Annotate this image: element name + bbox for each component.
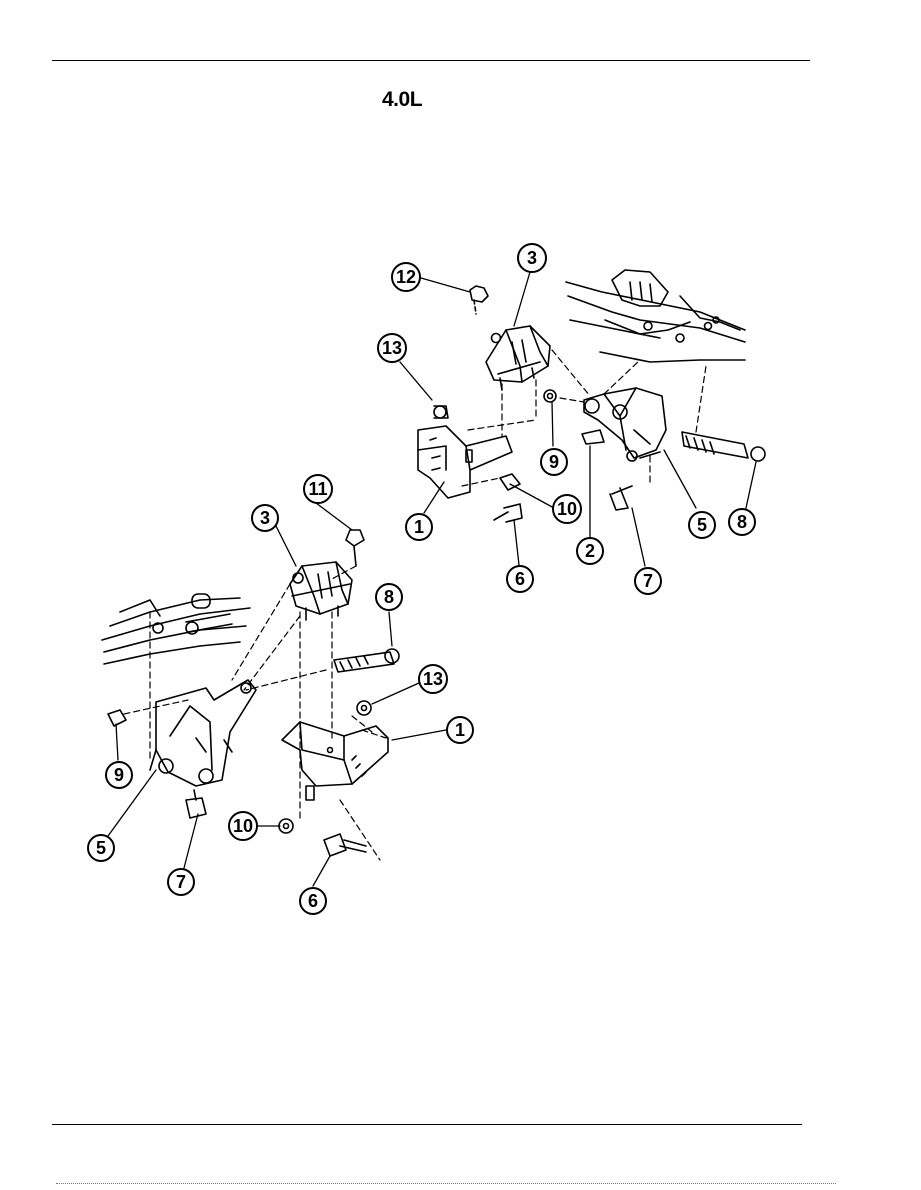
svg-text:1: 1 — [455, 720, 465, 740]
callout-l1: 1 — [446, 716, 474, 744]
svg-text:8: 8 — [737, 512, 747, 532]
svg-text:9: 9 — [114, 765, 124, 785]
callout-l3: 3 — [251, 504, 279, 532]
callout-u5: 5 — [688, 511, 716, 539]
upper-fasteners — [433, 285, 766, 523]
upper-insulator-3 — [485, 325, 551, 391]
svg-text:7: 7 — [176, 872, 186, 892]
callout-u6: 6 — [506, 565, 534, 593]
lower-insulator-3 — [289, 561, 353, 621]
callout-u7: 7 — [634, 567, 662, 595]
callout-u12: 12 — [391, 262, 421, 292]
svg-text:13: 13 — [423, 669, 443, 689]
scan-artifact-line — [56, 1183, 836, 1184]
svg-text:10: 10 — [233, 816, 253, 836]
svg-text:9: 9 — [549, 452, 559, 472]
callout-u9: 9 — [540, 448, 568, 476]
lower-engine-block — [101, 593, 251, 761]
lower-fasteners — [107, 529, 400, 857]
svg-text:12: 12 — [396, 267, 416, 287]
page-title: 4.0L — [382, 88, 423, 111]
upper-bracket-5 — [583, 387, 667, 462]
svg-text:5: 5 — [697, 515, 707, 535]
svg-text:7: 7 — [643, 571, 653, 591]
callout-l10: 10 — [228, 811, 258, 841]
callout-l5: 5 — [87, 834, 115, 862]
svg-text:1: 1 — [414, 517, 424, 537]
callout-l9: 9 — [105, 761, 133, 789]
callout-u1: 1 — [405, 513, 433, 541]
callout-u10: 10 — [552, 494, 582, 524]
svg-text:6: 6 — [308, 891, 318, 911]
svg-text:13: 13 — [382, 338, 402, 358]
upper-bracket-1 — [417, 425, 513, 499]
svg-text:11: 11 — [308, 479, 327, 499]
callout-l13: 13 — [418, 664, 448, 694]
upper-engine-block — [565, 269, 746, 363]
callout-l7: 7 — [167, 868, 195, 896]
callout-u3: 3 — [517, 243, 547, 273]
callout-u2: 2 — [576, 537, 604, 565]
callout-u13: 13 — [377, 333, 407, 363]
svg-text:8: 8 — [384, 587, 394, 607]
svg-text:6: 6 — [515, 569, 525, 589]
callout-u8: 8 — [728, 508, 756, 536]
top-rule — [52, 60, 810, 61]
lower-bracket-5 — [149, 679, 257, 787]
svg-text:2: 2 — [585, 541, 595, 561]
bottom-rule — [52, 1124, 802, 1125]
callout-l8: 8 — [375, 583, 403, 611]
svg-text:3: 3 — [260, 508, 270, 528]
lower-dashed-guides — [123, 565, 387, 861]
callout-leaders — [107, 271, 757, 887]
callout-l11: 11 — [303, 474, 333, 504]
svg-text:5: 5 — [96, 838, 106, 858]
svg-text:3: 3 — [527, 248, 537, 268]
upper-dashed-guides — [461, 349, 707, 487]
callout-l6: 6 — [299, 887, 327, 915]
svg-text:10: 10 — [557, 499, 577, 519]
lower-bracket-1 — [281, 721, 389, 801]
